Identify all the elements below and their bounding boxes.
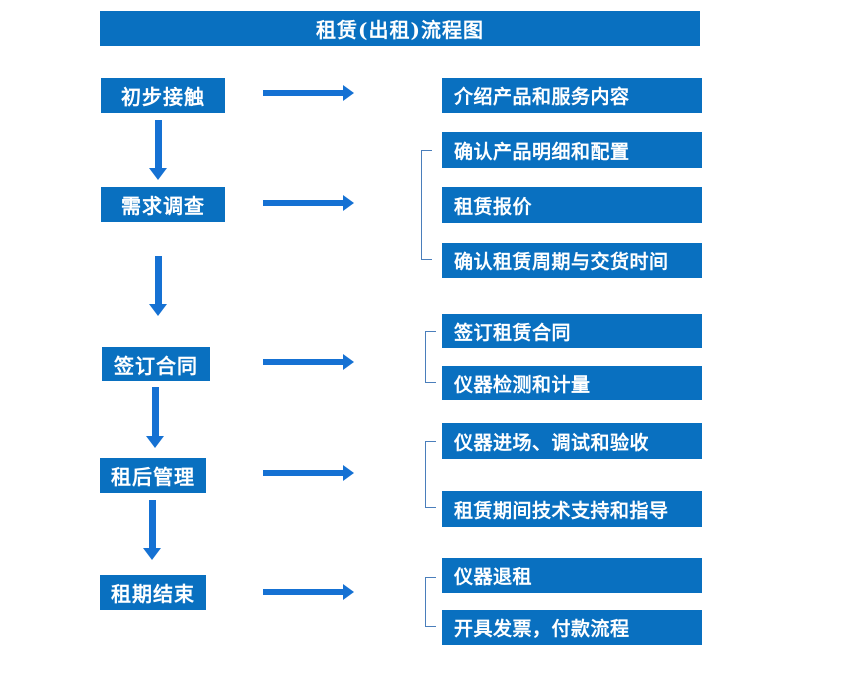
arrow-right-sign-contract	[263, 354, 354, 370]
arrow-head	[343, 85, 354, 101]
flowchart-title: 租赁(出租)流程图	[100, 11, 700, 46]
arrow-shaft	[154, 120, 162, 168]
arrow-head	[343, 465, 354, 481]
step-box-rental-end: 租期结束	[100, 575, 206, 610]
arrow-right-rental-end	[263, 584, 354, 600]
arrow-head	[343, 354, 354, 370]
step-box-sign-contract: 签订合同	[102, 347, 210, 381]
arrow-down-2	[149, 256, 167, 316]
step-box-post-rental-management: 租后管理	[100, 458, 206, 493]
step-box-initial-contact: 初步接触	[101, 78, 225, 113]
arrow-head	[149, 168, 167, 180]
arrow-shaft	[263, 359, 343, 365]
detail-box-rental-quote: 租赁报价	[442, 187, 702, 223]
arrow-shaft	[263, 589, 343, 595]
arrow-shaft	[263, 470, 343, 476]
arrow-right-post-rental	[263, 465, 354, 481]
detail-box-sign-rental-contract: 签订租赁合同	[442, 314, 702, 348]
bracket-sign-contract-group	[425, 331, 436, 383]
bracket-demand-survey-group	[421, 150, 432, 260]
bracket-rental-end-group	[425, 577, 436, 627]
arrow-shaft	[151, 387, 159, 436]
detail-box-invoice-payment: 开具发票，付款流程	[442, 610, 702, 645]
detail-box-technical-support: 租赁期间技术支持和指导	[442, 491, 702, 527]
arrow-down-3	[146, 387, 164, 448]
arrow-head	[143, 548, 161, 560]
detail-box-instrument-testing: 仪器检测和计量	[442, 366, 702, 400]
detail-box-instrument-entry-acceptance: 仪器进场、调试和验收	[442, 423, 702, 459]
arrow-shaft	[148, 500, 156, 548]
step-box-demand-survey: 需求调查	[101, 187, 225, 222]
arrow-down-1	[149, 120, 167, 180]
arrow-shaft	[263, 200, 343, 206]
arrow-head	[343, 584, 354, 600]
arrow-head	[146, 436, 164, 448]
arrow-shaft	[263, 90, 343, 96]
arrow-shaft	[154, 256, 162, 304]
arrow-right-initial-contact	[263, 85, 354, 101]
detail-box-confirm-product-details: 确认产品明细和配置	[442, 132, 702, 168]
arrow-right-demand-survey	[263, 195, 354, 211]
detail-box-instrument-return: 仪器退租	[442, 558, 702, 593]
arrow-head	[343, 195, 354, 211]
arrow-down-4	[143, 500, 161, 560]
arrow-head	[149, 304, 167, 316]
detail-box-introduce-products: 介绍产品和服务内容	[442, 78, 702, 113]
bracket-post-rental-group	[425, 441, 436, 508]
detail-box-confirm-period-delivery: 确认租赁周期与交货时间	[442, 243, 702, 278]
